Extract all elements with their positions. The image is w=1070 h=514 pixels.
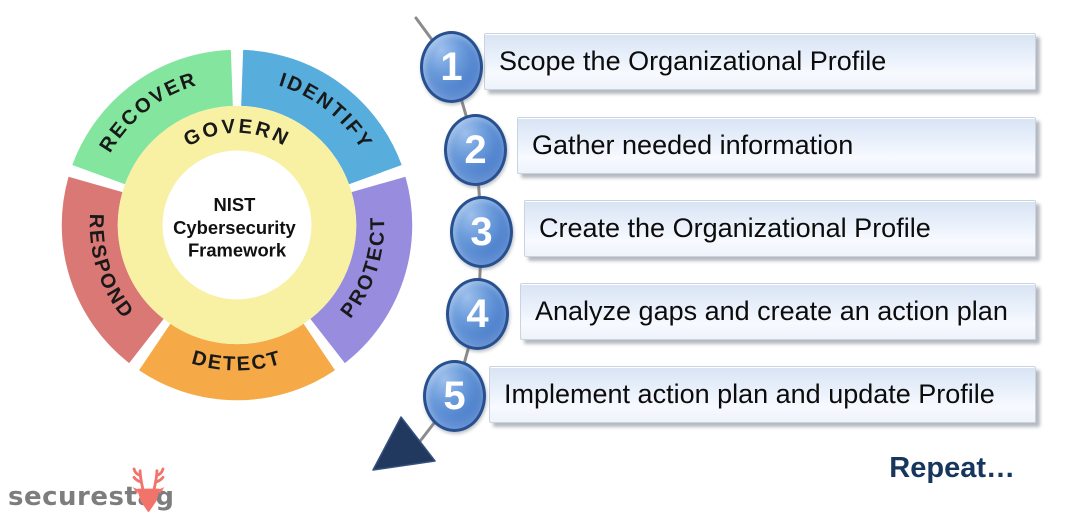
step-number-badge-4: 4 (446, 278, 509, 350)
step-number-badge-3: 3 (450, 196, 513, 268)
nist-framework-wheel: RECOVER IDENTIFY PROTECT RESPOND DETECT … (53, 41, 421, 409)
step-bar-4: Analyze gaps and create an action plan (520, 283, 1036, 340)
segment-recover (72, 49, 234, 185)
step-label-4: Analyze gaps and create an action plan (535, 296, 1008, 326)
repeat-label: Repeat… (889, 452, 1015, 484)
step-bar-1: Scope the Organizational Profile (484, 33, 1036, 90)
wheel-center-title: NIST Cybersecurity Framework (173, 194, 301, 261)
step-label-3: Create the Organizational Profile (539, 213, 931, 243)
step-bar-2: Gather needed information (517, 117, 1036, 174)
wheel-center-disc (162, 150, 312, 300)
step-number-badge-2: 2 (444, 114, 507, 186)
step-number-badge-5: 5 (423, 360, 486, 432)
step-bar-3: Create the Organizational Profile (524, 200, 1036, 257)
step-label-1: Scope the Organizational Profile (499, 46, 887, 76)
stag-icon (132, 467, 165, 512)
step-label-5: Implement action plan and update Profile (504, 379, 995, 409)
segment-identify (240, 49, 402, 185)
segment-respond (61, 176, 165, 364)
segment-protect (309, 176, 413, 364)
arrowhead-icon (372, 416, 436, 471)
wheel-svg: RECOVER IDENTIFY PROTECT RESPOND DETECT … (61, 49, 413, 401)
segment-detect (139, 323, 335, 401)
step-label-2: Gather needed information (532, 130, 854, 160)
step-number-badge-1: 1 (420, 31, 483, 103)
step-bar-5: Implement action plan and update Profile (489, 366, 1036, 423)
